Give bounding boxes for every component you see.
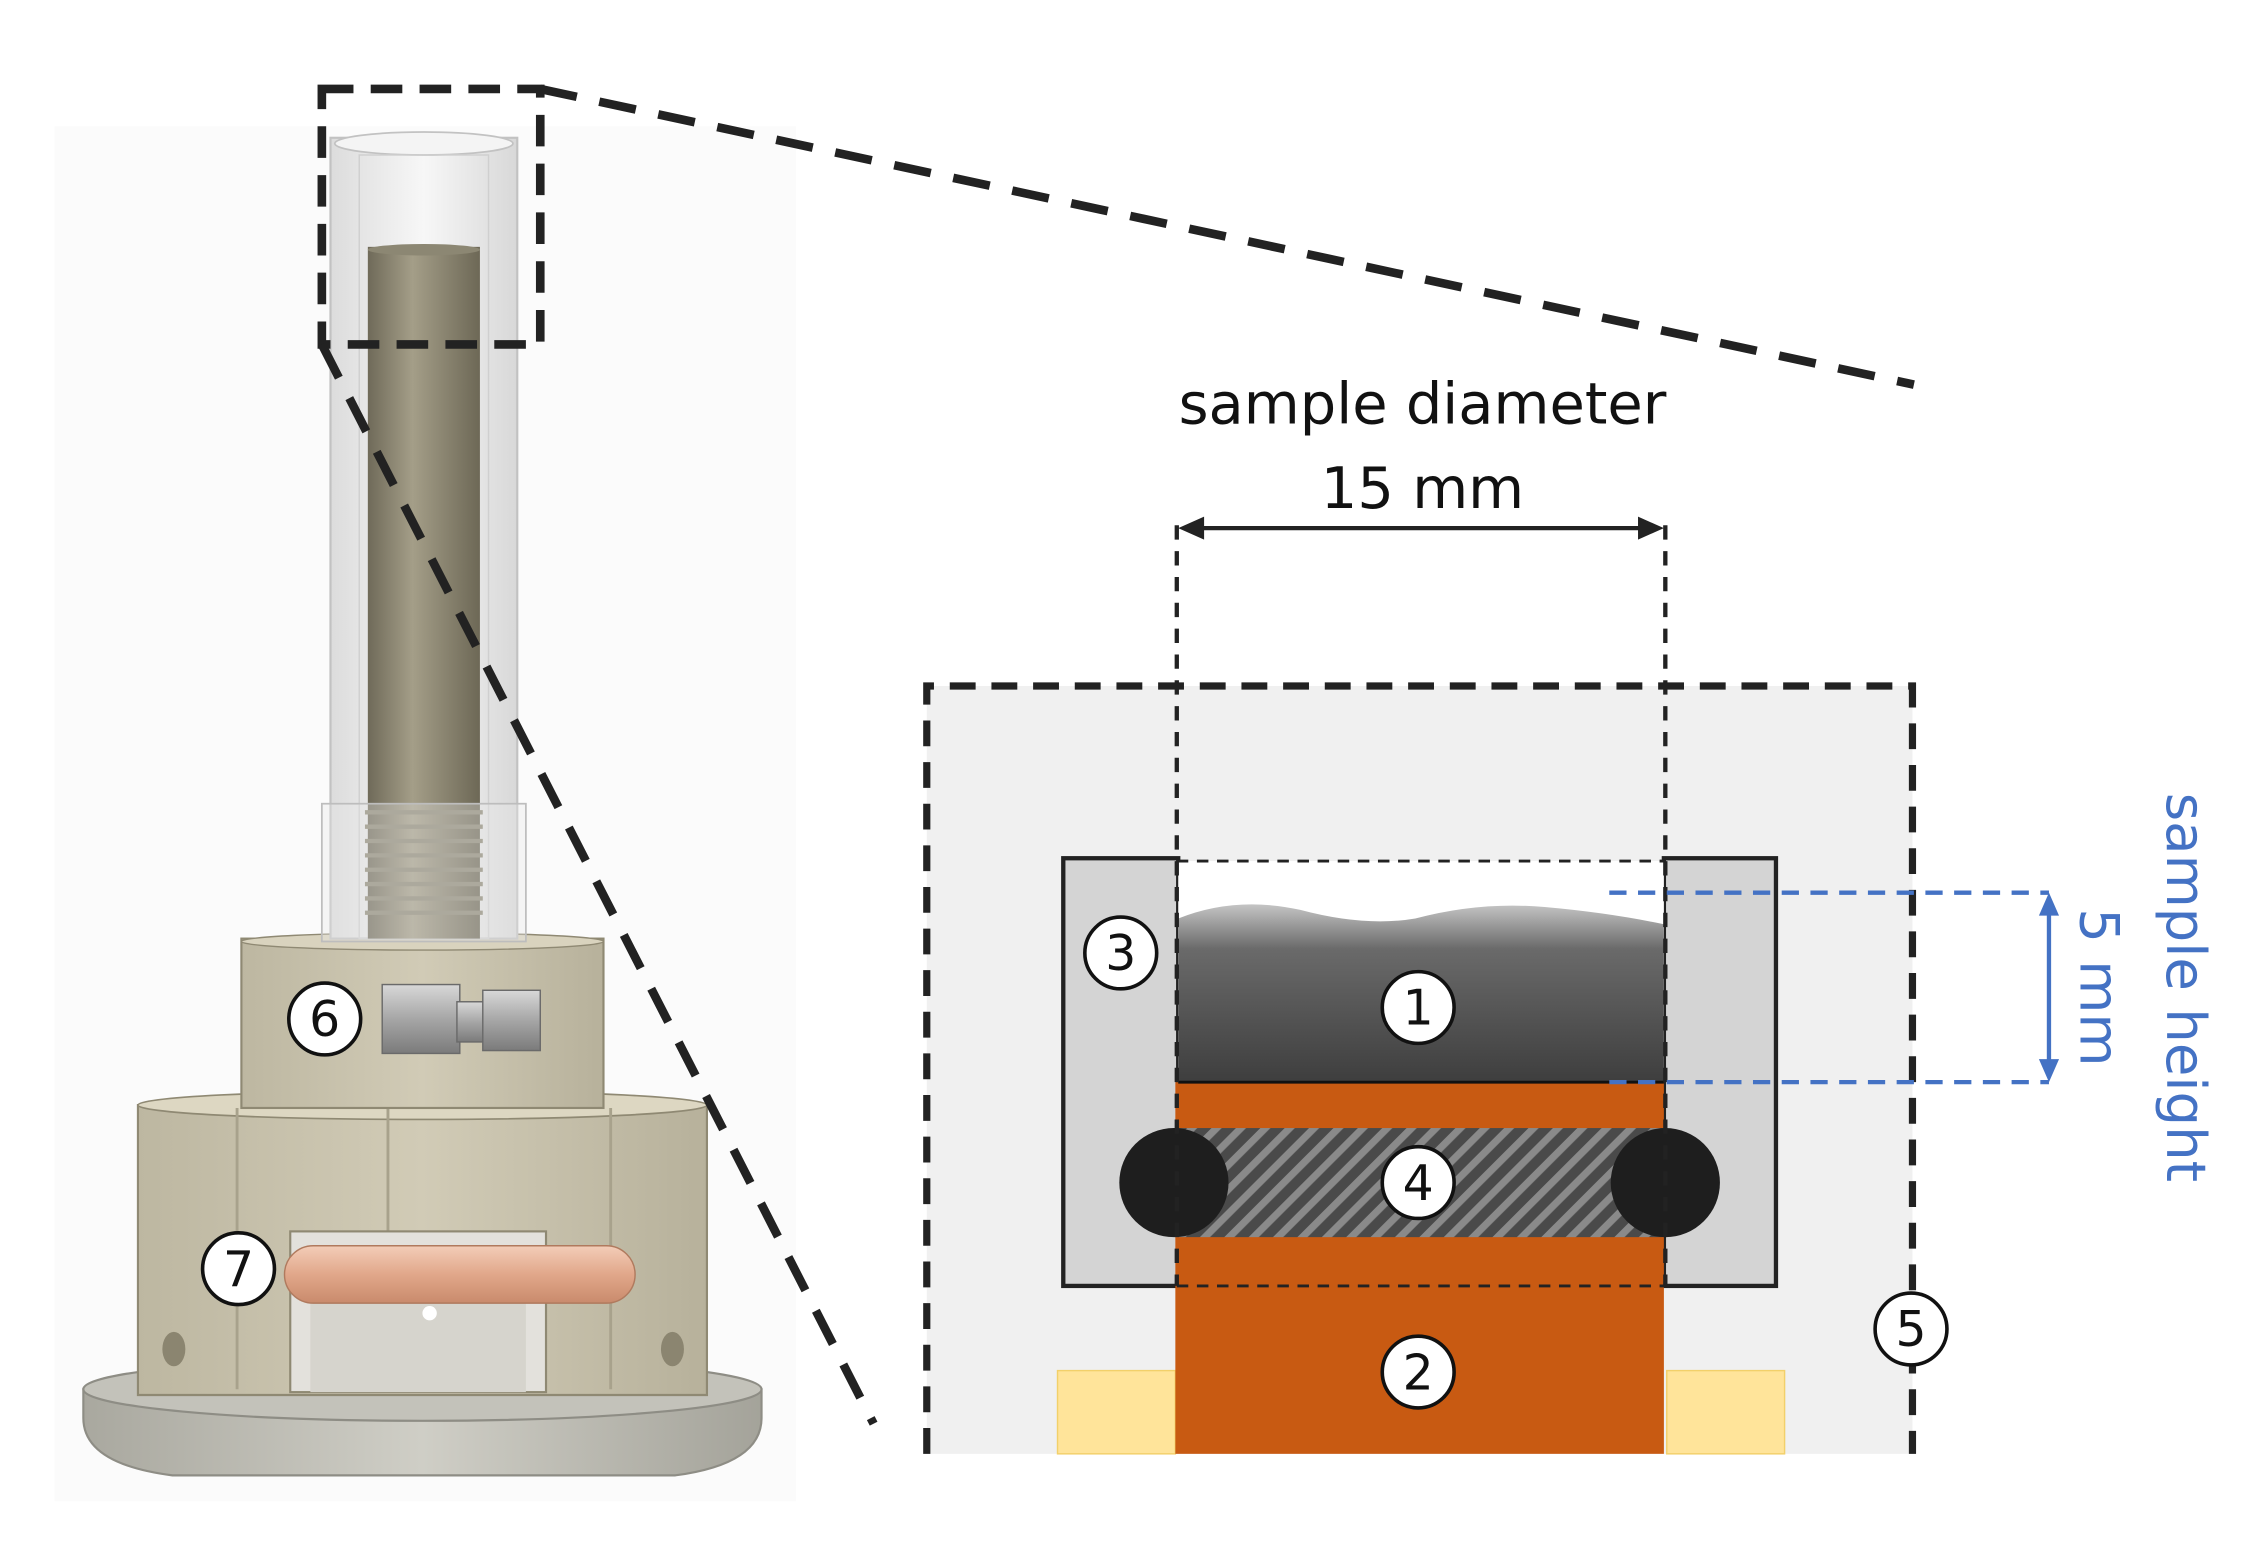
housing-window-inner <box>310 1291 526 1393</box>
callout-5: 5 <box>1873 1291 1949 1367</box>
height-value-label: 5 mm <box>2068 908 2132 1066</box>
sample-height-label: sample height <box>2154 793 2218 1182</box>
gas-fitting-nut <box>456 1001 487 1043</box>
window-hole <box>422 1306 437 1321</box>
side-hole-left <box>162 1331 186 1367</box>
cell-rendering <box>54 84 797 1502</box>
sample-diameter-label: sample diameter <box>1179 370 1667 437</box>
callout-1: 1 <box>1380 969 1456 1046</box>
diameter-value-label: 15 mm <box>1321 455 1524 522</box>
height-arrowhead-top <box>2038 892 2060 916</box>
o-ring-left <box>1119 1128 1229 1238</box>
callout-1-number: 1 <box>1403 980 1434 1037</box>
side-hole-right <box>660 1331 684 1367</box>
callout-6: 6 <box>287 981 363 1057</box>
callout-3-number: 3 <box>1105 925 1136 982</box>
gold-contact-right <box>1666 1369 1786 1455</box>
housing-outline <box>923 682 1917 1454</box>
diameter-arrowhead-left <box>1178 516 1205 540</box>
callout-7: 7 <box>200 1231 277 1307</box>
zoom-box <box>317 84 545 349</box>
callout-5-number: 5 <box>1895 1301 1926 1358</box>
callout-4: 4 <box>1380 1144 1456 1221</box>
callout-2-number: 2 <box>1403 1344 1434 1401</box>
height-arrowhead-bottom <box>2038 1059 2060 1083</box>
callout-6-number: 6 <box>309 991 340 1048</box>
glass-tube-top <box>333 131 514 156</box>
thread <box>364 810 483 915</box>
callout-7-number: 7 <box>223 1241 254 1298</box>
copper-pipe <box>283 1245 636 1304</box>
callout-4-number: 4 <box>1403 1155 1434 1212</box>
diameter-arrowhead-right <box>1638 516 1664 540</box>
sample-column-top <box>367 243 480 256</box>
gas-fitting-body <box>381 983 461 1055</box>
thread-sleeve <box>320 802 527 943</box>
callout-2: 2 <box>1380 1334 1456 1410</box>
callout-3: 3 <box>1083 915 1159 991</box>
sample-column <box>367 246 480 939</box>
zoom-line-top <box>539 84 1915 389</box>
cross-section <box>923 516 2060 1455</box>
zoom-line-bottom <box>318 342 878 1426</box>
gold-contact-left <box>1056 1369 1177 1455</box>
gas-fitting-tube <box>482 989 541 1052</box>
